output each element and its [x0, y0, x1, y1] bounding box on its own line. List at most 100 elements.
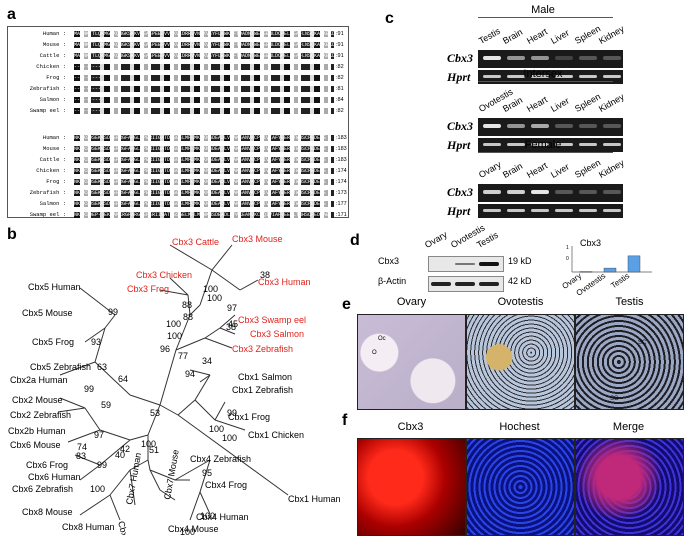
tree-label: Cbx1 Frog	[228, 412, 270, 422]
western-band	[479, 282, 499, 286]
tree-branches	[57, 244, 289, 521]
y-tick-label: 1	[566, 245, 569, 251]
bar-ovary	[579, 271, 593, 273]
divider	[478, 81, 613, 82]
gene-label: Hprt	[447, 138, 471, 152]
bootstrap-value: 93	[91, 337, 102, 347]
gel-band	[579, 143, 597, 146]
residue-count: :183	[336, 146, 347, 152]
lane-label: Testis	[477, 25, 502, 46]
western-band	[455, 282, 475, 286]
bootstrap-value: 100	[207, 293, 223, 303]
ihc-annotation: Oc	[378, 336, 386, 342]
tree-label: Cbx6 Frog	[26, 460, 68, 470]
tree-label: Cbx3 Mouse	[232, 234, 283, 244]
gel-band	[531, 143, 549, 146]
gel-band	[531, 75, 549, 78]
lane-label: Spleen	[573, 23, 603, 46]
tree-label: Cbx8 Human	[62, 522, 115, 532]
lane-label: Kidney	[597, 91, 626, 114]
if-label: Hochest	[499, 421, 540, 433]
alignment-row: Salmon :---------MGKKQNGKSKKVEEAEPEEFVVE…	[14, 97, 349, 103]
lane-label: Liver	[549, 27, 571, 46]
bootstrap-value: 77	[178, 351, 189, 361]
western-lane-label: Ovary	[423, 229, 449, 250]
sequence-text: ---------MGKKQNGKSKKVEEAEPEEFVVEKVLDRRVV…	[74, 64, 334, 70]
panel-label-a: a	[7, 6, 16, 23]
chart-title: Cbx3	[580, 238, 601, 248]
residue-count: :173	[336, 190, 347, 196]
species-name: Chicken :	[36, 63, 66, 70]
tree-label: Cbx3 Human	[258, 277, 311, 287]
residue-count: :81	[336, 86, 344, 92]
panel-label-f: f	[342, 412, 348, 429]
alignment-row: Swamp eel :NKRKSDEP--EKQAMKRGFARGLEPERII…	[14, 212, 349, 218]
gel-band	[555, 143, 573, 146]
tree-label: Cbx1 Zebrafish	[232, 385, 293, 395]
gel-band	[507, 75, 525, 78]
sequence-alignment: Human : MASNKTTLQKMGKKQNGKSKKVEEAEPEEFVVE…	[7, 26, 349, 218]
bootstrap-value: 51	[149, 445, 160, 455]
lane-label: Liver	[549, 95, 571, 114]
tree-label: Cbx7 Human	[124, 452, 143, 505]
bootstrap-value: 100	[166, 319, 181, 329]
species-name: Mouse :	[42, 41, 66, 48]
bootstrap-value: 64	[118, 374, 129, 384]
gel-band	[507, 56, 525, 60]
gel-band	[603, 190, 621, 194]
species-name: Cattle :	[39, 156, 66, 163]
species-name: Salmon :	[39, 200, 66, 207]
gel-band	[507, 190, 525, 194]
western-band	[455, 263, 475, 265]
gel-band	[579, 124, 597, 128]
gel-band	[483, 56, 501, 60]
if-image	[466, 438, 575, 536]
gel-band	[483, 143, 501, 146]
gel-band	[507, 209, 525, 212]
lane-label: Brain	[501, 160, 525, 180]
tree-label: Cbx4 Human	[196, 512, 249, 522]
rtpcr-group-title: Female	[524, 139, 562, 151]
alignment-row: Chicken : ---------MGKKQNGKSKKVEEAEPEEFVV…	[14, 64, 349, 70]
tree-label: Cbx6 Mouse	[10, 440, 61, 450]
alignment-row: Cattle :MASNKTTLQKMGKKQNGKSKKVEEAEPEEFVV…	[14, 53, 349, 59]
residue-count: :91	[336, 53, 344, 59]
gel-band	[531, 190, 549, 194]
species-name: Chicken :	[36, 167, 66, 174]
sequence-text: MASNKTTLQKMGKKQNGKSKKVEEAEPEEFVVEKVLDRRV…	[74, 42, 334, 48]
gel-cbx3	[478, 50, 623, 68]
tree-label: Cbx8 Frog	[116, 520, 137, 535]
species-name: Zebrafish :	[29, 85, 66, 92]
panel-label-c: c	[385, 10, 394, 27]
bootstrap-value: 38	[260, 270, 271, 280]
residue-count: :174	[336, 168, 347, 174]
ihc-label: Ovary	[396, 296, 427, 308]
gel-band	[483, 190, 501, 194]
bootstrap-value: 100	[222, 433, 238, 443]
gene-label: Cbx3	[447, 51, 474, 65]
bootstrap-value: 34	[202, 356, 213, 366]
panel-label-e: e	[342, 296, 351, 313]
bootstrap-value: 83	[76, 451, 87, 461]
species-name: Human :	[42, 134, 66, 141]
sequence-text: NKRKSDSEKKSDFEPRGFARGLEPERIIGATDSSGELMFL…	[74, 135, 334, 141]
gel-hprt	[478, 138, 623, 152]
gel-band	[603, 209, 621, 212]
gel-band	[555, 124, 573, 128]
sequence-text: MASNKTTLQKMGKKQNGKSKKVEEAEPEEFVVEKVLDRRV…	[74, 31, 334, 37]
bootstrap-value: 100	[90, 484, 106, 494]
lane-label: Kidney	[597, 157, 626, 180]
sequence-text: NKRKSDSEKKSDFEPRGFARGLEPERIIGATDSSGELMFL…	[74, 157, 334, 163]
gel-hprt	[478, 204, 623, 218]
residue-count: :91	[336, 31, 344, 37]
bootstrap-value: 40	[115, 450, 126, 460]
sequence-text: NKRKSDSEKKSDFEPRGFARGLEPERIIGATDSSGELMFL…	[74, 168, 334, 174]
gel-band	[555, 75, 573, 78]
sequence-text: NKRKSDSEKKSDFEPRGFARGLEPERIIGATDSSGELMFL…	[74, 179, 334, 185]
ihc-image	[466, 314, 575, 410]
ihc-annotation: SC	[638, 340, 647, 346]
tree-label: Cbx3 Salmon	[250, 329, 304, 339]
sequence-text: NKRKSDSEKKSDFEPRGFARGLEPERIIGATDSSGELMFL…	[74, 190, 334, 196]
bootstrap-value: 63	[97, 362, 108, 372]
gel-band	[483, 209, 501, 212]
